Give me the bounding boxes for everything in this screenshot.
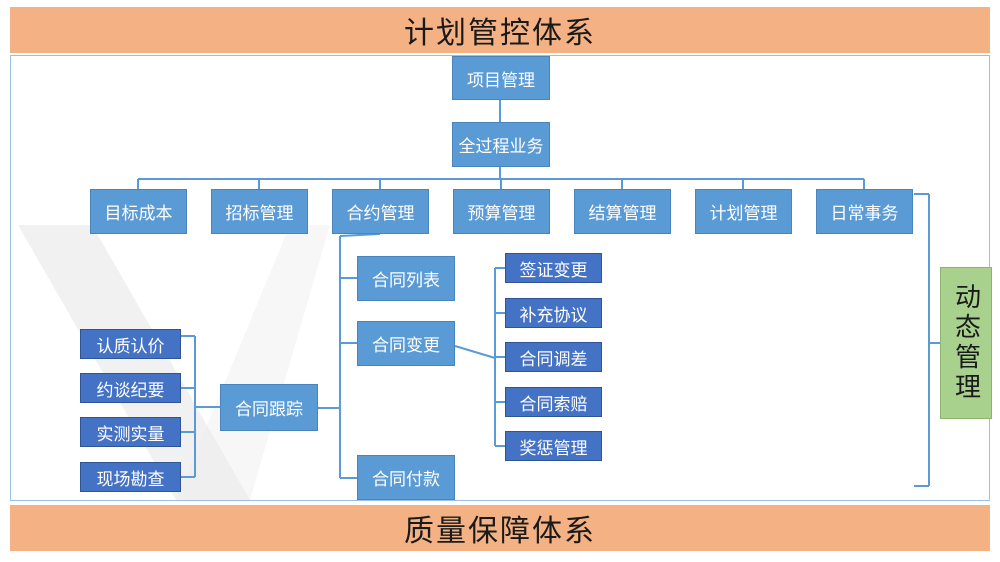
node-interview-minutes: 约谈纪要: [80, 373, 181, 403]
plan-control-band: 计划管控体系: [10, 7, 990, 53]
node-visa-change: 签证变更: [505, 253, 602, 283]
node-contract-tracking: 合同跟踪: [220, 384, 318, 431]
node-settlement-management: 结算管理: [574, 189, 671, 234]
node-contract-change: 合同变更: [357, 321, 455, 366]
node-contract-adjustment: 合同调差: [505, 342, 602, 372]
node-plan-management: 计划管理: [695, 189, 792, 234]
dynamic-management-label: 动态管理: [940, 267, 992, 419]
node-quality-price-confirm: 认质认价: [80, 329, 181, 359]
node-project-management: 项目管理: [452, 56, 550, 100]
node-daily-affairs: 日常事务: [816, 189, 913, 234]
node-site-survey: 现场勘查: [80, 462, 181, 492]
node-actual-measurement: 实测实量: [80, 417, 181, 447]
node-full-process-business: 全过程业务: [452, 122, 550, 167]
node-contract-management: 合约管理: [332, 189, 429, 234]
node-budget-management: 预算管理: [453, 189, 550, 234]
node-bidding-management: 招标管理: [211, 189, 308, 234]
node-contract-payment: 合同付款: [357, 455, 455, 500]
node-supplementary-agreement: 补充协议: [505, 298, 602, 328]
node-reward-penalty: 奖惩管理: [505, 431, 602, 461]
quality-assurance-band: 质量保障体系: [10, 505, 990, 551]
node-target-cost: 目标成本: [90, 189, 187, 234]
node-contract-claim: 合同索赔: [505, 387, 602, 417]
node-contract-list: 合同列表: [357, 256, 455, 301]
